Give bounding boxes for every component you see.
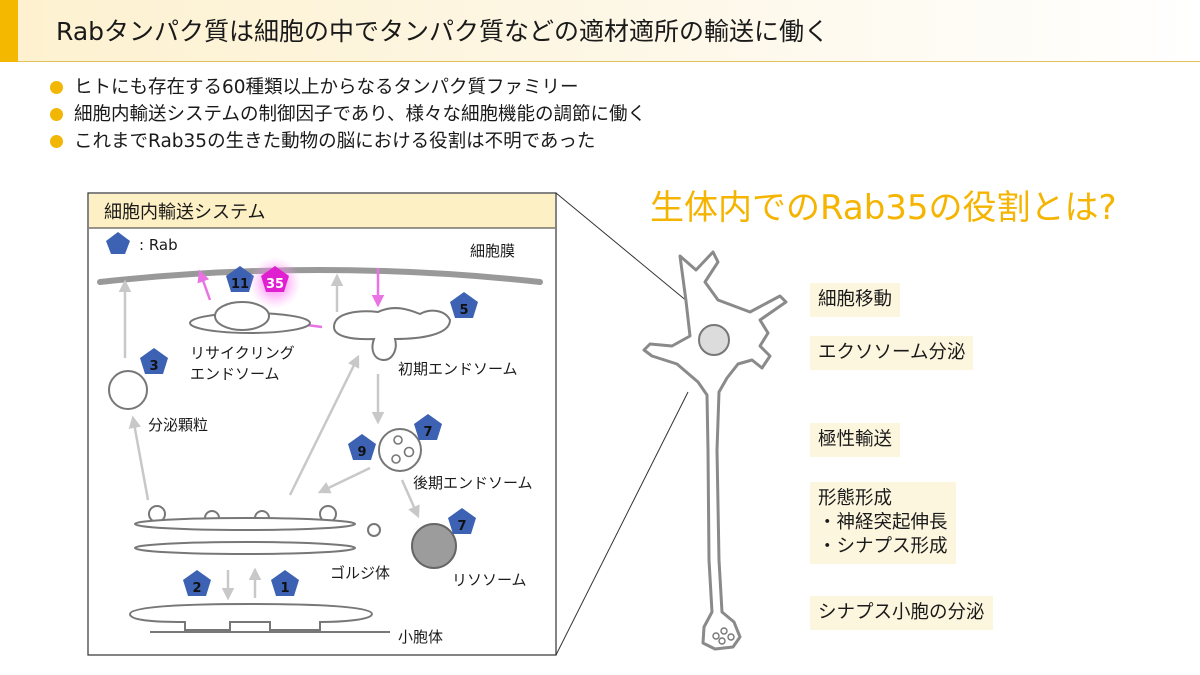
bullet-item: ヒトにも存在する60種類以上からなるタンパク質ファミリー: [50, 74, 646, 101]
panel-title: 細胞内輸送システム: [104, 202, 265, 223]
function-label: 細胞移動: [818, 289, 893, 310]
early-endosome-label: 初期エンドソーム: [398, 360, 518, 378]
recycling-label-2: エンドソーム: [190, 365, 280, 383]
function-label: 形態形成: [818, 488, 893, 509]
svg-text:3: 3: [149, 359, 158, 374]
neuron-nucleus: [698, 324, 730, 356]
golgi-vesicle: [367, 523, 381, 537]
lysosome-label: リソソーム: [452, 571, 527, 589]
rab-9-icon: 9: [348, 434, 376, 460]
svg-text:11: 11: [231, 277, 249, 292]
legend-rab-icon: [106, 232, 130, 254]
legend-label: : Rab: [139, 236, 178, 254]
function-exosome-secretion: エクソソーム分泌: [810, 336, 974, 370]
rab-3-icon: 3: [140, 348, 168, 374]
secretory-granule: [108, 370, 148, 410]
rab-1-icon: 1: [271, 570, 299, 596]
bullet-list: ヒトにも存在する60種類以上からなるタンパク質ファミリー 細胞内輸送システムの制…: [50, 74, 646, 155]
recycling-label-1: リサイクリング: [190, 344, 295, 362]
svg-text:35: 35: [266, 277, 284, 292]
lysosome: [411, 523, 457, 569]
late-endosome: [378, 428, 422, 472]
cell-membrane: [97, 267, 543, 285]
synaptic-vesicle: [712, 632, 720, 640]
function-morphogenesis: 形態形成 ・神経突起伸長 ・シナプス形成: [810, 482, 956, 564]
bullet-dot-icon: [50, 108, 63, 121]
zoom-line-bottom: [555, 391, 689, 656]
zoom-line-top: [555, 192, 689, 303]
rab-5-icon: 5: [450, 292, 478, 318]
late-endosome-vesicle: [403, 446, 415, 458]
arrow-golgi-to-secretory: [128, 415, 150, 501]
late-endosome-vesicle: [391, 454, 401, 464]
golgi-label: ゴルジ体: [330, 564, 390, 582]
question-heading: 生体内でのRab35の役割とは?: [650, 188, 1117, 228]
svg-text:9: 9: [357, 445, 366, 460]
function-label: シナプス小胞の分泌: [818, 602, 985, 623]
synaptic-vesicle: [718, 637, 726, 645]
svg-text:7: 7: [457, 519, 466, 534]
secretory-granule-label: 分泌顆粒: [148, 416, 208, 434]
rab-7-late-icon: 7: [414, 414, 442, 440]
svg-text:5: 5: [459, 303, 468, 318]
early-endosome: [332, 307, 452, 362]
arrow-late-to-lysosome: [400, 479, 420, 519]
bullet-item: 細胞内輸送システムの制御因子であり、様々な細胞機能の調節に働く: [50, 101, 646, 128]
bullet-dot-icon: [50, 135, 63, 148]
panel-header: [89, 194, 555, 228]
golgi-cisterna-top: [134, 517, 356, 531]
golgi-cisterna-bottom: [134, 541, 356, 555]
bullet-text: ヒトにも存在する60種類以上からなるタンパク質ファミリー: [74, 77, 579, 98]
svg-text:1: 1: [280, 581, 289, 596]
bullet-text: 細胞内輸送システムの制御因子であり、様々な細胞機能の調節に働く: [74, 104, 647, 125]
rab-7-lysosome-icon: 7: [448, 508, 476, 534]
er-label: 小胞体: [398, 628, 443, 646]
svg-text:7: 7: [423, 425, 432, 440]
title-accent-bar: [0, 0, 18, 62]
rab-35-icon: 35: [249, 257, 301, 309]
bullet-text: これまでRab35の生きた動物の脳における役割は不明であった: [74, 131, 596, 152]
rab-11-icon: 11: [226, 266, 254, 292]
function-label: 極性輸送: [818, 429, 893, 450]
function-polarized-transport: 極性輸送: [810, 423, 901, 457]
arrow-late-to-golgi: [317, 466, 371, 494]
synaptic-vesicle: [720, 627, 728, 635]
membrane-label: 細胞膜: [470, 242, 515, 260]
title-bar: Rabタンパク質は細胞の中でタンパク質などの適材適所の輸送に働く: [0, 0, 1200, 62]
late-endosome-vesicle: [393, 435, 403, 445]
function-sub-item: ・シナプス形成: [818, 536, 948, 557]
late-endosome-label: 後期エンドソーム: [413, 474, 533, 492]
title-underline: [18, 61, 1200, 62]
synaptic-vesicle: [727, 633, 735, 641]
page-title: Rabタンパク質は細胞の中でタンパク質などの適材適所の輸送に働く: [56, 17, 830, 46]
arrow-golgi-to-early: [288, 354, 360, 496]
recycling-endosome-bulb: [214, 301, 270, 331]
function-sub-item: ・神経突起伸長: [818, 512, 948, 533]
bullet-item: これまでRab35の生きた動物の脳における役割は不明であった: [50, 128, 646, 155]
endoplasmic-reticulum: [128, 602, 374, 631]
bullet-dot-icon: [50, 81, 63, 94]
neuron-outline: [642, 250, 788, 651]
arrow-recycling-to-membrane: [197, 269, 212, 301]
svg-text:2: 2: [192, 581, 201, 596]
function-synaptic-vesicle-secretion: シナプス小胞の分泌: [810, 596, 993, 630]
function-cell-migration: 細胞移動: [810, 283, 901, 317]
rab-2-icon: 2: [183, 570, 211, 596]
function-label: エクソソーム分泌: [818, 342, 966, 363]
